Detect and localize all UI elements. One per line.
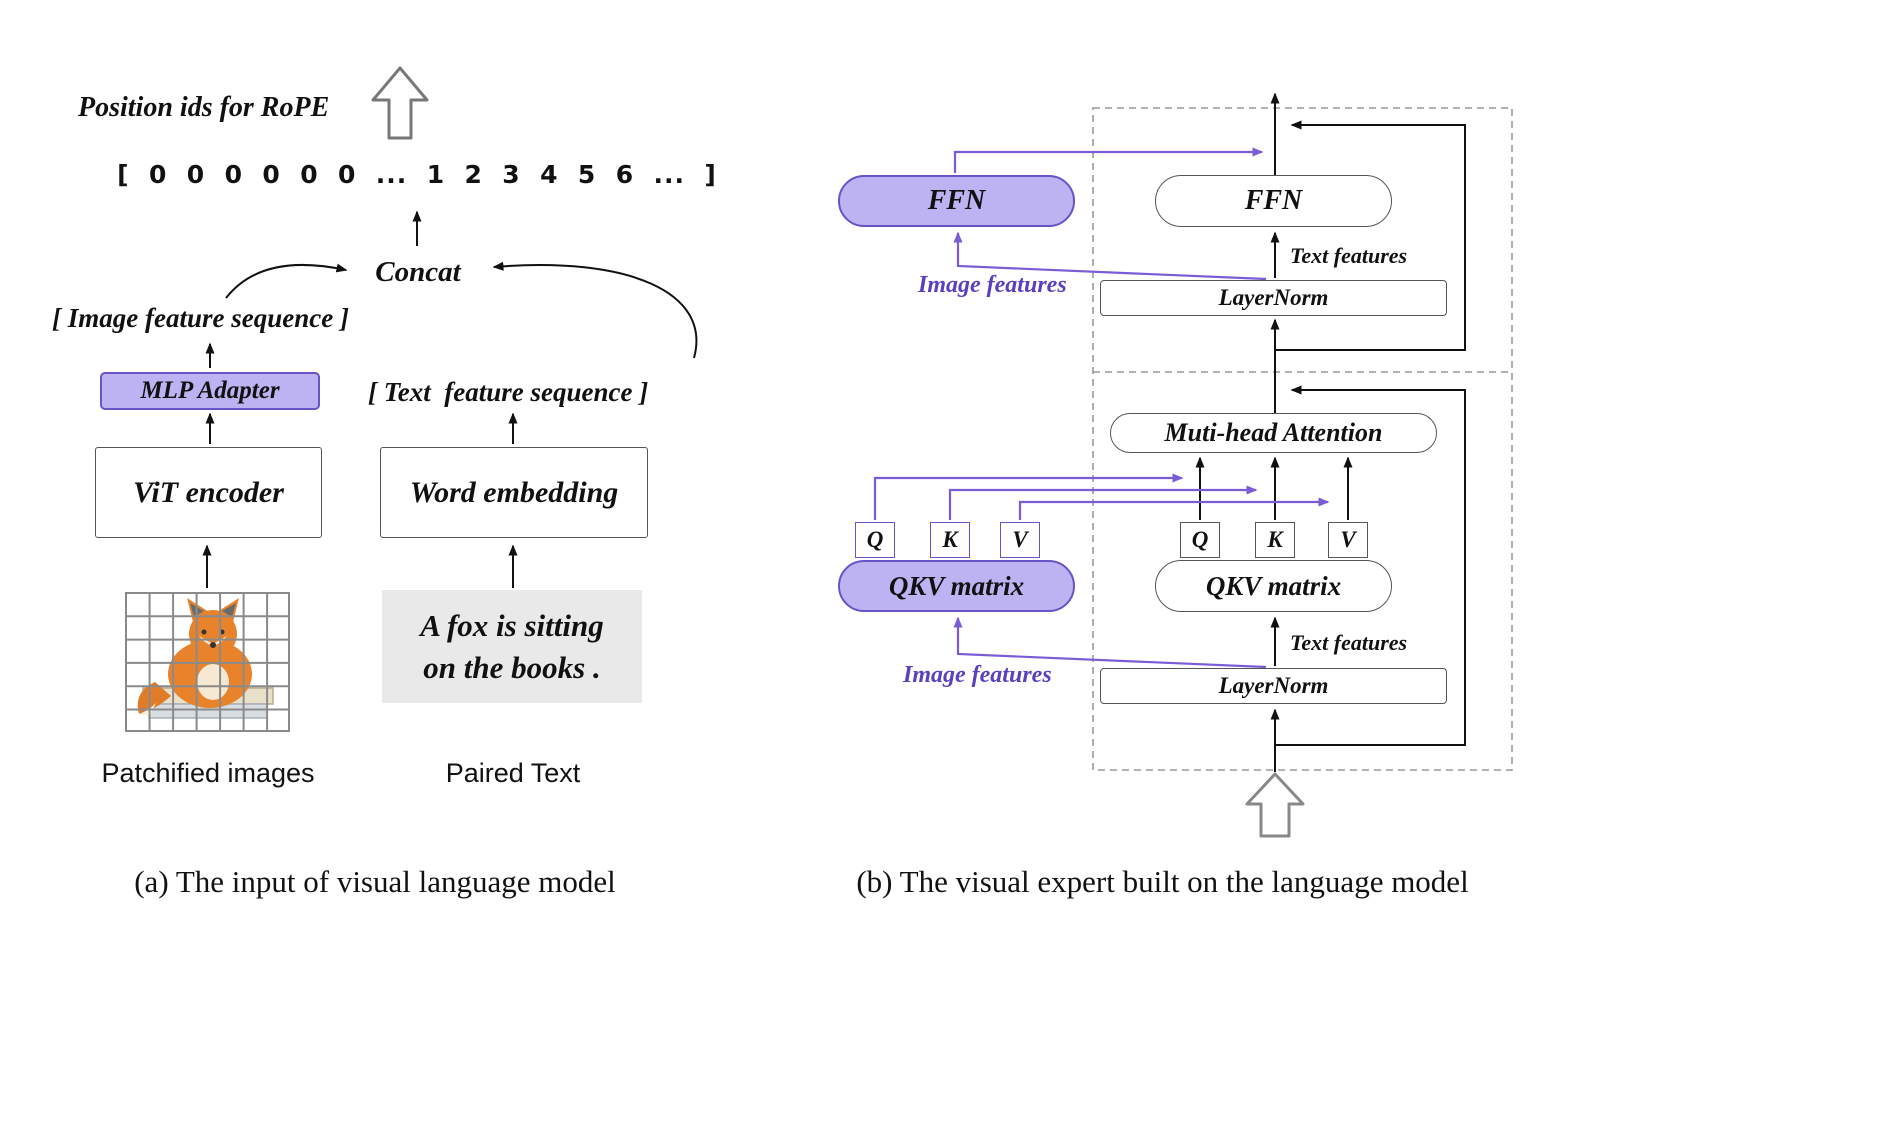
ffn-image-expert-box: FFN: [838, 175, 1075, 227]
v-image-box: V: [1000, 522, 1040, 558]
image-features-top-label: Image features: [918, 272, 1067, 298]
patch-grid: [125, 592, 290, 732]
image-features-bottom-label: Image features: [903, 662, 1052, 688]
text-features-bottom-label: Text features: [1290, 630, 1408, 655]
patchified-images-label: Patchified images: [101, 758, 315, 788]
sample-text-line-1: A fox is sitting: [420, 607, 604, 643]
paired-text-label: Paired Text: [445, 758, 581, 788]
ffn-text-box: FFN: [1155, 175, 1392, 227]
concat-label: Concat: [375, 256, 461, 288]
panel-a-caption: (a) The input of visual language model: [134, 864, 616, 899]
panel-b-purple-arrows: [873, 147, 1330, 669]
mlp-adapter-box: MLP Adapter: [100, 372, 320, 410]
v-text-box: V: [1328, 522, 1368, 558]
panel-b-caption: (b) The visual expert built on the langu…: [856, 864, 1469, 899]
k-image-box: K: [930, 522, 970, 558]
layernorm-bottom-box: LayerNorm: [1100, 668, 1447, 704]
multi-head-attention-box: Muti-head Attention: [1110, 413, 1437, 453]
vit-encoder-box: ViT encoder: [95, 447, 322, 538]
paired-text-sample: A fox is sitting on the books .: [382, 590, 642, 703]
qkv-matrix-text-box: QKV matrix: [1155, 560, 1392, 612]
fox-illustration: [125, 592, 290, 732]
text-features-top-label: Text features: [1290, 243, 1408, 268]
rope-hollow-up-arrow: [371, 66, 429, 140]
k-text-box: K: [1255, 522, 1295, 558]
word-embedding-box: Word embedding: [380, 447, 648, 538]
panel-a-arrows: [202, 66, 698, 588]
q-text-box: Q: [1180, 522, 1220, 558]
position-ids-label: Position ids for RoPE: [78, 92, 330, 123]
q-image-box: Q: [855, 522, 895, 558]
text-feature-sequence-label: [ Text feature sequence ]: [368, 377, 649, 407]
position-ids-sequence: [ 0 0 0 0 0 0 ... 1 2 3 4 5 6 ... ]: [117, 160, 717, 189]
sample-text-line-2: on the books .: [423, 649, 601, 685]
qkv-matrix-image-box: QKV matrix: [838, 560, 1075, 612]
image-feature-sequence-label: [ Image feature sequence ]: [52, 303, 349, 333]
panel-b-dashed-frame: [1092, 107, 1513, 771]
layernorm-top-box: LayerNorm: [1100, 280, 1447, 316]
patchified-fox-image: [125, 592, 290, 732]
input-hollow-up-arrow: [1245, 772, 1305, 838]
